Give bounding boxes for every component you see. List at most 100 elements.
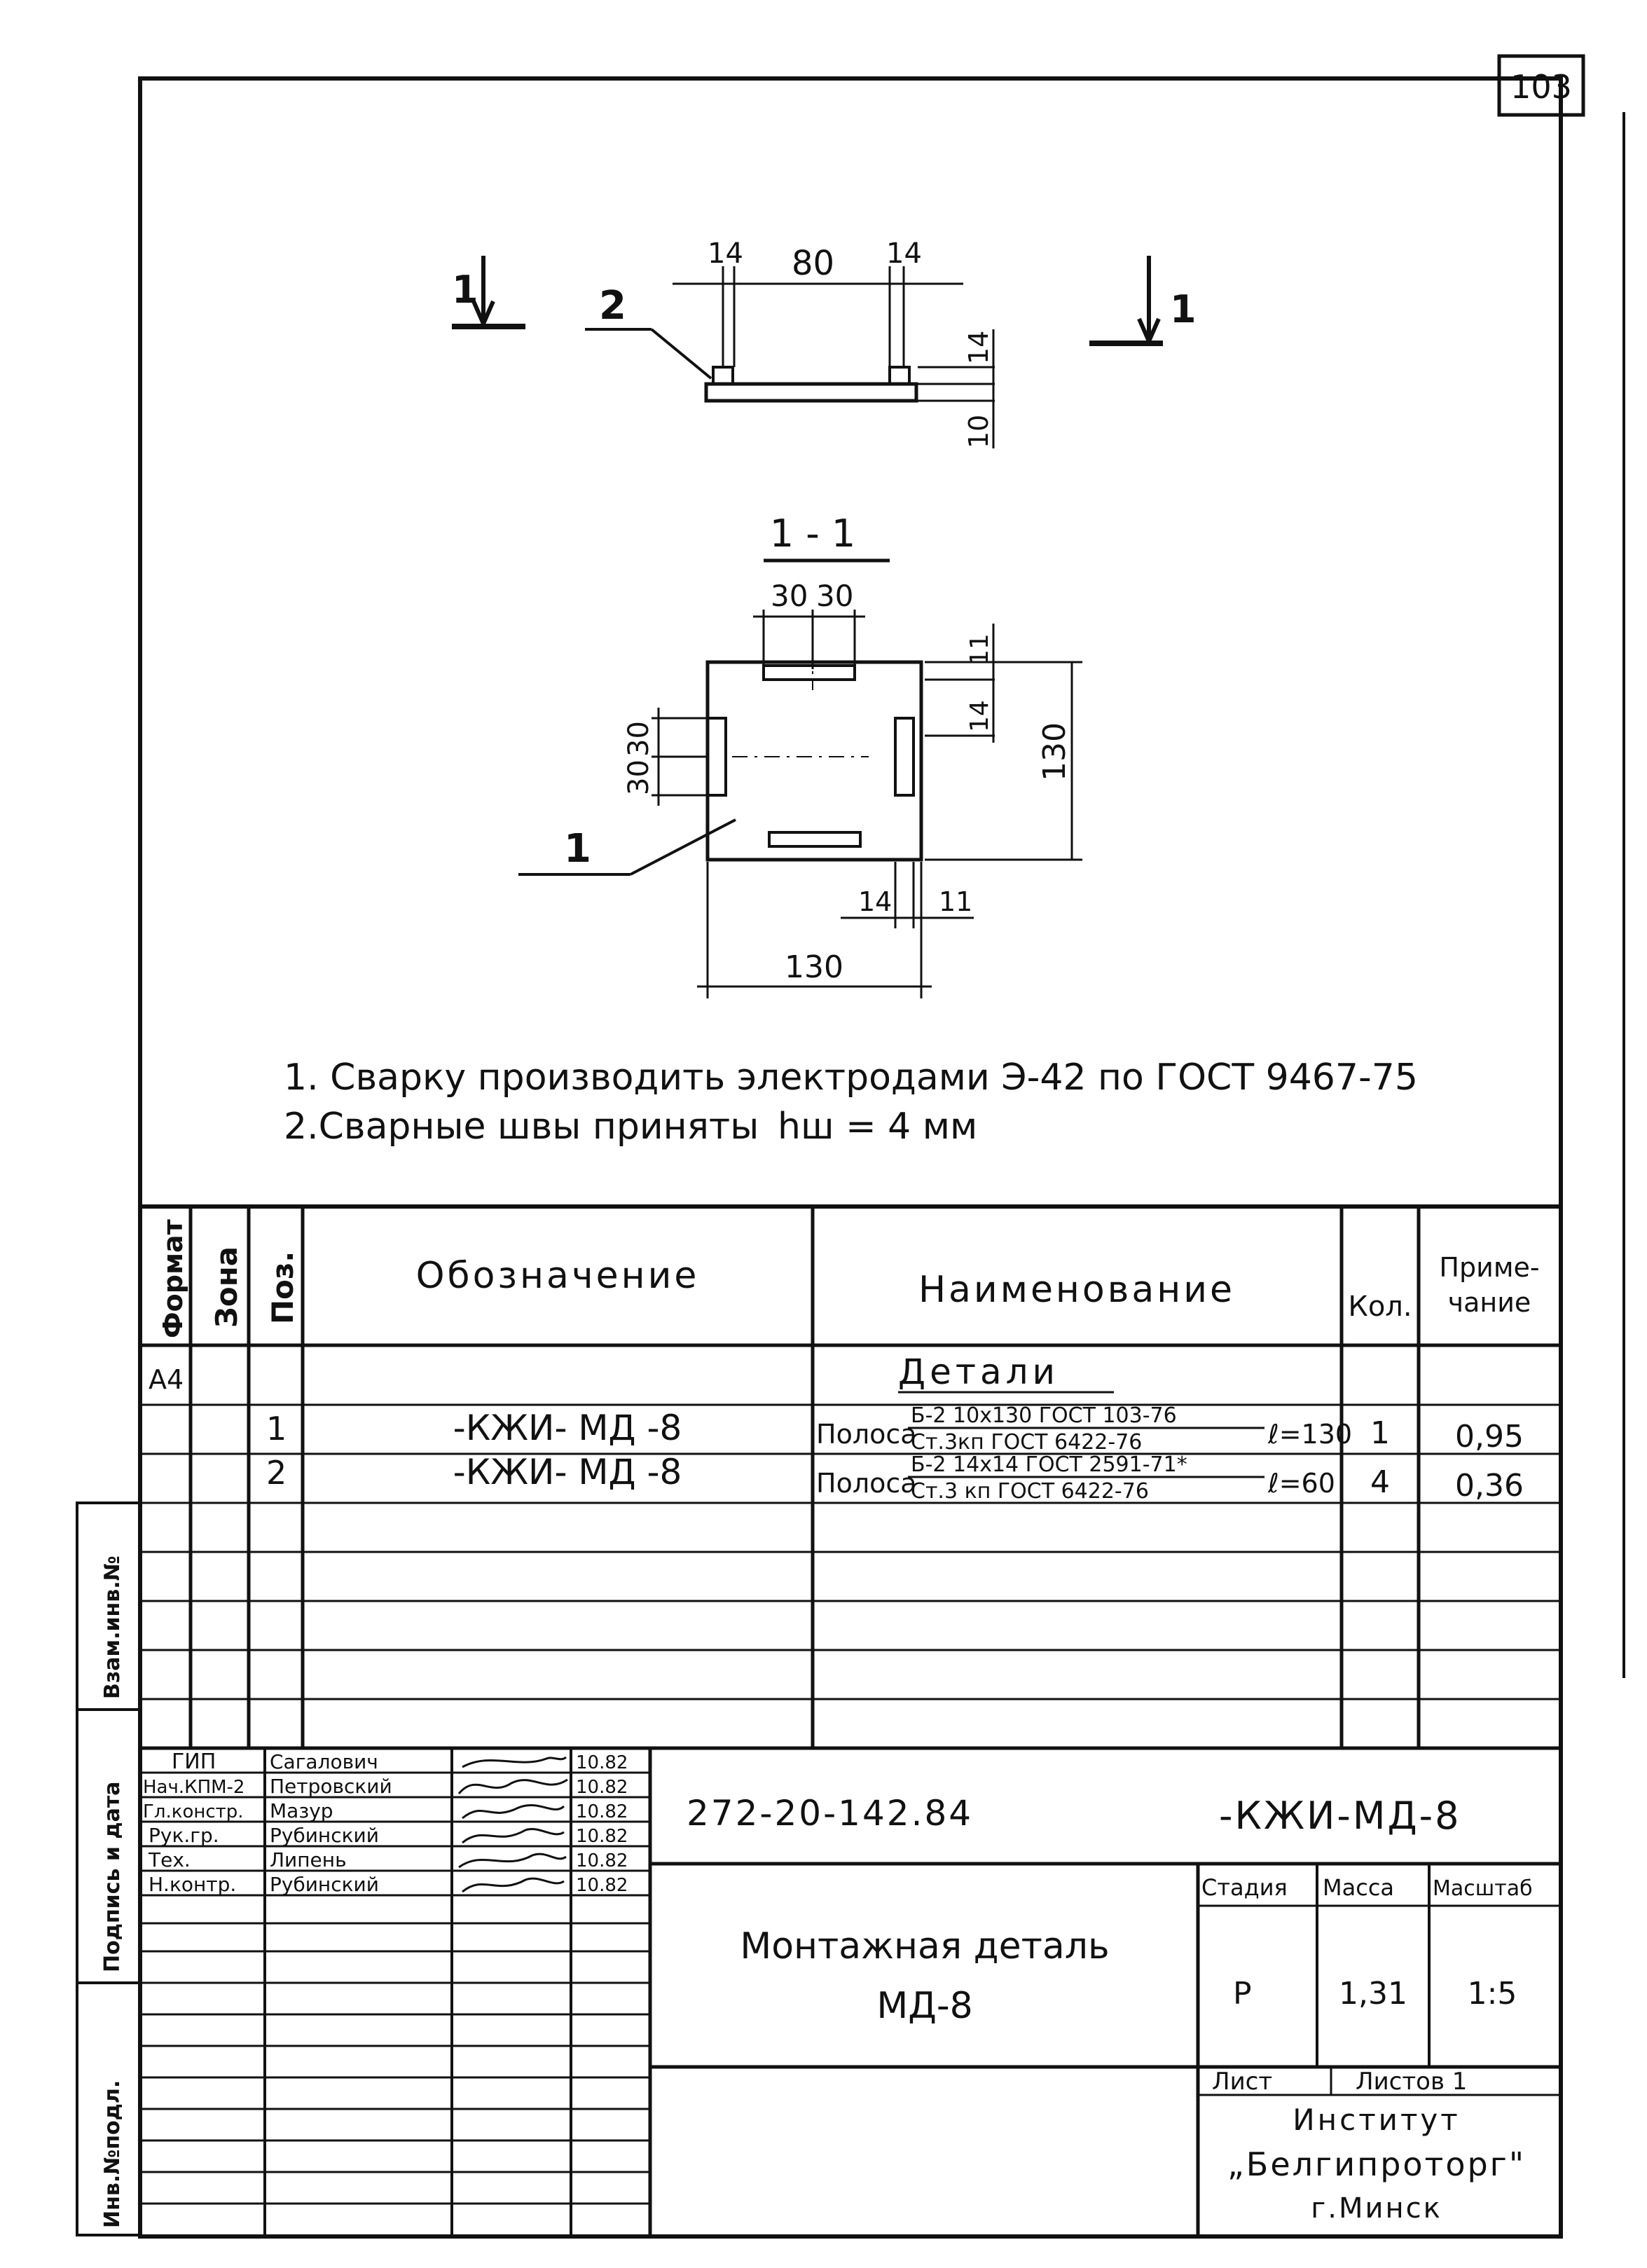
stage-label: Стадия [1201,1874,1288,1901]
row2-pos: 2 [266,1454,287,1492]
section-view: 1 - 1 30 30 11 14 130 30 30 14 11 [518,511,1082,998]
svg-text:1: 1 [452,268,478,312]
side-label-inventory: Инв.№подл. [100,2080,125,2228]
drawing-title-1: Монтажная деталь [740,1925,1109,1967]
outer-frame [138,76,1563,2239]
svg-text:14: 14 [963,331,994,364]
svg-text:14: 14 [965,700,994,732]
row2-qty: 4 [1370,1464,1390,1500]
note-2-value: hш = 4 мм [778,1106,977,1148]
svg-text:14: 14 [708,238,743,270]
date-3: 10.82 [576,1801,628,1822]
role-1: ГИП [172,1750,216,1774]
role-2: Нач.КПМ-2 [143,1777,244,1798]
spec-table: Формат Зона Поз. Обозначение Наименовани… [140,1204,1561,1750]
date-4: 10.82 [576,1826,628,1847]
doc-code: -КЖИ-МД-8 [1219,1794,1461,1838]
row1-pos: 1 [266,1410,287,1448]
svg-text:10: 10 [963,415,994,448]
date-5: 10.82 [576,1850,628,1871]
header-note-2: чание [1448,1287,1531,1318]
row2-name-prefix: Полоса [816,1468,917,1499]
name-6: Рубинский [270,1873,379,1896]
name-3: Мазур [270,1799,333,1822]
drawing-title-2: МД-8 [876,1985,972,2027]
svg-text:30: 30 [816,579,853,613]
signature-4 [462,1828,565,1844]
role-3: Гл.констр. [143,1801,244,1822]
sheet-number: 103 [1510,68,1572,106]
role-6: Н.контр. [149,1873,236,1896]
svg-text:30: 30 [623,721,655,757]
signature-3 [462,1804,565,1820]
signature-6 [462,1877,565,1893]
svg-text:14: 14 [886,238,922,270]
svg-text:11: 11 [965,633,994,666]
row2-designation: -КЖИ- МД -8 [453,1452,682,1492]
row2-note: 0,36 [1455,1468,1524,1504]
title-block: ГИП Нач.КПМ-2 Гл.констр. Рук.гр. Тех. Н.… [140,1748,1561,2235]
svg-text:130: 130 [785,949,843,985]
svg-text:1: 1 [564,826,591,872]
org-line-2: „Белгипроторг" [1227,2145,1526,2183]
name-1: Сагалович [270,1750,378,1773]
row1-note: 0,95 [1455,1419,1524,1455]
row2-length: ℓ=60 [1267,1468,1335,1499]
side-stamp: Инв.№подл. Подпись и дата Взам.инв.№ [76,1501,142,2236]
sheet-number-box [1497,54,1585,117]
format-value: А4 [149,1364,184,1395]
scale-label: Масштаб [1433,1876,1533,1901]
section-heading: Детали [898,1352,1059,1392]
header-name: Наименование [918,1269,1235,1311]
header-designation: Обозначение [416,1255,700,1297]
header-pos: Поз. [266,1251,300,1324]
svg-text:30: 30 [771,579,808,613]
signature-5 [458,1853,567,1869]
scale-value: 1:5 [1468,1976,1517,2012]
org-line-3: г.Минск [1311,2192,1442,2225]
role-4: Рук.гр. [149,1824,219,1847]
row1-length: ℓ=130 [1267,1419,1352,1450]
name-4: Рубинский [270,1824,379,1847]
signature-2 [457,1778,568,1794]
section-marker-right: 1 [1089,256,1197,347]
header-note-1: Приме- [1439,1252,1539,1283]
header-zone: Зона [209,1246,244,1328]
mass-value: 1,31 [1339,1976,1407,2012]
svg-text:130: 130 [1037,722,1073,781]
name-2: Петровский [270,1775,392,1798]
date-2: 10.82 [576,1777,628,1798]
project-code: 272-20-142.84 [687,1793,973,1834]
date-1: 10.82 [576,1752,628,1773]
svg-text:14: 14 [858,886,892,917]
stage-value: Р [1233,1976,1252,2012]
svg-text:80: 80 [792,244,834,283]
role-5: Тех. [148,1848,191,1871]
date-6: 10.82 [576,1875,628,1896]
side-label-replaced: Взам.инв.№ [100,1555,125,1699]
svg-text:1 - 1: 1 - 1 [770,511,856,556]
row1-name-top: Б-2 10х130 ГОСТ 103-76 [911,1403,1177,1428]
header-format: Формат [158,1219,188,1338]
sheet-label: Лист [1212,2068,1272,2096]
side-label-signature: Подпись и дата [100,1782,125,1972]
sheets-label: Листов 1 [1356,2068,1467,2096]
row2-name-top: Б-2 14х14 ГОСТ 2591-71* [911,1452,1187,1477]
row2-name-bottom: Ст.3 кп ГОСТ 6422-76 [911,1479,1149,1504]
mass-label: Масса [1323,1874,1394,1901]
name-5: Липень [270,1848,347,1871]
row1-qty: 1 [1370,1415,1390,1451]
section-marker-left: 1 [452,256,525,329]
signature-1 [462,1756,567,1768]
note-1: 1. Сварку производить электродами Э-42 п… [284,1057,1418,1099]
plan-view: 14 80 14 14 10 2 [585,238,995,448]
svg-text:1: 1 [1170,287,1197,331]
row1-name-prefix: Полоса [816,1419,917,1450]
note-2: 2.Сварные швы приняты [284,1106,759,1148]
org-line-1: Институт [1293,2103,1461,2137]
row1-name-bottom: Ст.3кп ГОСТ 6422-76 [911,1430,1142,1455]
svg-text:2: 2 [599,283,626,329]
row1-designation: -КЖИ- МД -8 [453,1408,682,1448]
svg-text:30: 30 [623,760,655,795]
